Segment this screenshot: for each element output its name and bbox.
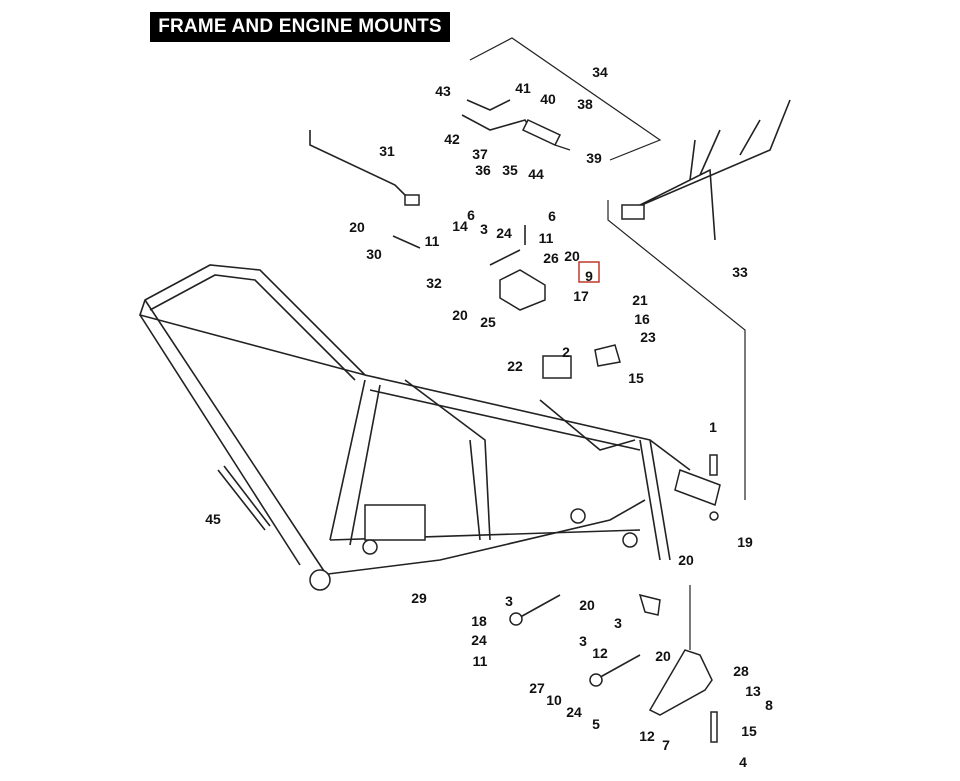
callout-6: 6 (467, 207, 475, 223)
callout-3: 3 (614, 615, 622, 631)
frame-pivot (309, 569, 331, 591)
callout-33: 33 (732, 264, 748, 280)
callout-28: 28 (733, 663, 749, 679)
callout-20: 20 (579, 597, 595, 613)
callout-22: 22 (507, 358, 523, 374)
spring-30 (392, 235, 421, 249)
callout-12: 12 (592, 645, 608, 661)
part-45-strip (217, 469, 266, 531)
callout-24: 24 (471, 632, 487, 648)
group-34-bracket (469, 37, 662, 161)
callout-13: 13 (745, 683, 761, 699)
callout-11: 11 (539, 230, 554, 246)
motorcycle-frame (138, 264, 721, 591)
bolt-1 (709, 454, 718, 476)
part-22 (542, 355, 572, 379)
link-24 (489, 225, 526, 266)
callout-34: 34 (592, 64, 608, 80)
callout-45: 45 (205, 511, 221, 527)
callout-42: 42 (444, 131, 460, 147)
link-24-lower-right (594, 654, 641, 681)
diagram-title: FRAME AND ENGINE MOUNTS (150, 12, 450, 42)
callout-16: 16 (634, 311, 650, 327)
callout-41: 41 (515, 80, 531, 96)
part-33-assembly (607, 99, 791, 500)
callout-19: 19 (737, 534, 753, 550)
callout-40: 40 (540, 91, 556, 107)
callout-11: 11 (425, 233, 440, 249)
callout-24: 24 (496, 225, 512, 241)
callout-37: 37 (472, 146, 488, 162)
frame-mount-bracket (364, 504, 426, 541)
callout-8: 8 (765, 697, 773, 713)
callout-39: 39 (586, 150, 602, 166)
callout-32: 32 (426, 275, 442, 291)
callout-31: 31 (379, 143, 395, 159)
callout-20: 20 (678, 552, 694, 568)
callout-1: 1 (709, 419, 717, 435)
callout-17: 17 (573, 288, 589, 304)
callout-5: 5 (592, 716, 600, 732)
part-31 (309, 130, 411, 201)
callout-3: 3 (480, 221, 488, 237)
callout-6: 6 (548, 208, 556, 224)
callout-21: 21 (632, 292, 648, 308)
callout-20: 20 (564, 248, 580, 264)
callout-12: 12 (639, 728, 655, 744)
callout-10: 10 (546, 692, 562, 708)
bracket-lower-3 (638, 593, 661, 616)
callout-36: 36 (475, 162, 491, 178)
callout-15: 15 (741, 723, 757, 739)
callout-7: 7 (662, 737, 670, 753)
front-mount-tube (674, 469, 721, 506)
callout-20: 20 (655, 648, 671, 664)
callout-26: 26 (543, 250, 559, 266)
callout-11: 11 (473, 653, 488, 669)
callout-43: 43 (435, 83, 451, 99)
engine-mount-25 (499, 269, 546, 311)
callout-9: 9 (585, 268, 593, 284)
callout-27: 27 (529, 680, 545, 696)
callout-20: 20 (452, 307, 468, 323)
bracket-28 (648, 649, 713, 716)
callout-35: 35 (502, 162, 518, 178)
callout-20: 20 (349, 219, 365, 235)
part-44 (554, 144, 571, 151)
callout-2: 2 (562, 344, 570, 360)
callout-38: 38 (577, 96, 593, 112)
callout-3: 3 (579, 633, 587, 649)
callout-24: 24 (566, 704, 582, 720)
mount-23 (594, 344, 621, 367)
part-39-bracket (521, 119, 562, 146)
callout-4: 4 (739, 754, 747, 770)
callout-29: 29 (411, 590, 427, 606)
callout-3: 3 (505, 593, 513, 609)
callout-14: 14 (452, 218, 468, 234)
highlight-box-9 (578, 261, 600, 283)
callout-23: 23 (640, 329, 656, 345)
callout-44: 44 (528, 166, 544, 182)
callout-25: 25 (480, 314, 496, 330)
link-24-lower-left (514, 594, 561, 621)
callout-15: 15 (628, 370, 644, 386)
callout-18: 18 (471, 613, 487, 629)
callout-30: 30 (366, 246, 382, 262)
bolt-4 (710, 711, 718, 743)
